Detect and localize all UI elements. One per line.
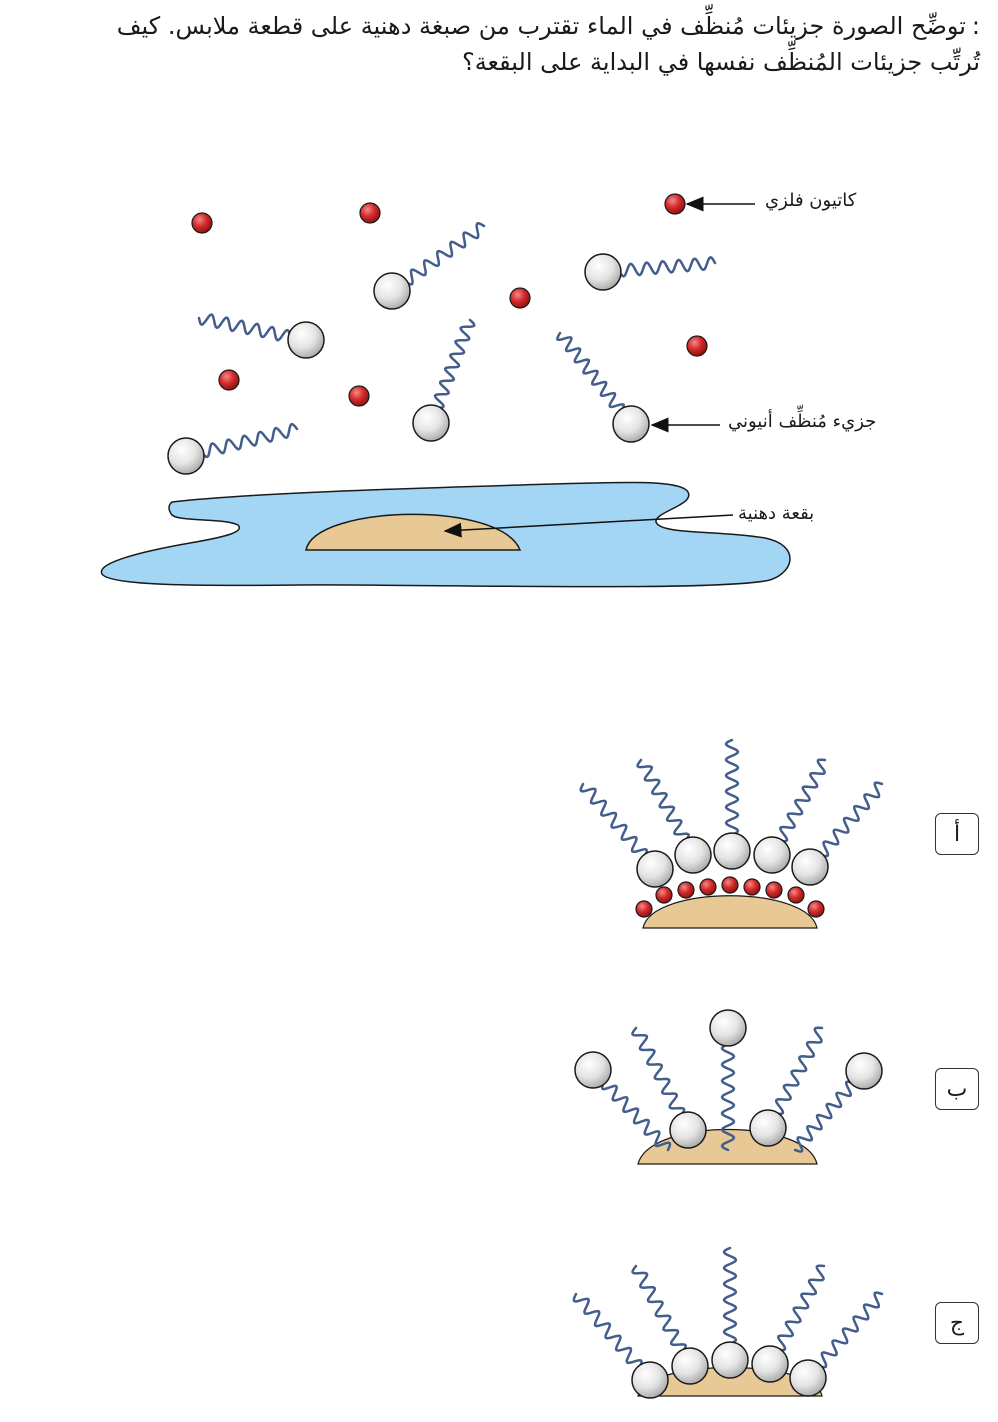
- metal-cation: [218, 369, 240, 391]
- anionic-detergent-label: جزيء مُنظِّف أنيوني: [728, 411, 877, 432]
- detergent-head: [749, 1109, 787, 1147]
- metal-cation: [664, 193, 686, 215]
- metal-cation: [686, 335, 708, 357]
- detergent-tail: [724, 738, 740, 837]
- molecules-layer: [167, 193, 884, 1399]
- detergent-head: [711, 1341, 749, 1379]
- detergent-head: [751, 1345, 789, 1383]
- detergent-tail: [720, 1042, 736, 1152]
- detergent-tail: [817, 1291, 884, 1369]
- option-a-stain: [642, 895, 818, 929]
- detergent-tail: [403, 222, 486, 286]
- detergent-tail: [631, 1264, 687, 1353]
- metal-cation: [787, 886, 805, 904]
- detergent-tail: [793, 1080, 855, 1153]
- detergent-head: [791, 848, 829, 886]
- detergent-head: [713, 832, 751, 870]
- question-line-1: :توضِّح الصورة جزيئات مُنظِّف في الماء ت…: [116, 12, 980, 40]
- option-a-button[interactable]: أ: [935, 813, 979, 855]
- grease-stain: [305, 513, 522, 551]
- detergent-tail: [433, 318, 476, 410]
- detergent-tail: [636, 758, 690, 843]
- detergent-tail: [722, 1246, 738, 1346]
- detergent-head: [412, 404, 450, 442]
- metal-cation: [721, 876, 739, 894]
- metal-cation: [677, 881, 695, 899]
- detergent-head: [574, 1051, 612, 1089]
- detergent-tail: [776, 1264, 826, 1352]
- detergent-tail: [579, 782, 649, 858]
- detergent-head: [584, 253, 622, 291]
- metal-cation: [743, 878, 761, 896]
- detergent-head: [674, 836, 712, 874]
- detergent-head: [612, 405, 650, 443]
- metal-cation: [635, 900, 653, 918]
- metal-cation: [655, 886, 673, 904]
- detergent-tail: [200, 422, 299, 459]
- detergent-tail: [556, 331, 625, 413]
- detergent-tail: [600, 1080, 672, 1152]
- detergent-tail: [819, 781, 884, 858]
- option-b-button[interactable]: ب: [935, 1068, 979, 1110]
- question-text: :توضِّح الصورة جزيئات مُنظِّف في الماء ت…: [20, 8, 980, 80]
- detergent-head: [845, 1052, 883, 1090]
- detergent-head: [373, 272, 411, 310]
- option-c-button[interactable]: ج: [935, 1302, 979, 1344]
- metal-cation: [359, 202, 381, 224]
- detergent-head: [167, 437, 205, 475]
- detergent-tail: [774, 1026, 824, 1116]
- metal-cation: [191, 212, 213, 234]
- detergent-head: [631, 1361, 669, 1399]
- detergent-head: [287, 321, 325, 359]
- detergent-tail: [197, 313, 292, 342]
- question-line-2: تُرتِّب جزيئات المُنظِّف نفسها في البداي…: [461, 48, 980, 76]
- detergent-head: [789, 1359, 827, 1397]
- detergent-head: [753, 836, 791, 874]
- detergent-head: [709, 1009, 747, 1047]
- metal-cation: [348, 385, 370, 407]
- detergent-head: [671, 1347, 709, 1385]
- metal-cation: [807, 900, 825, 918]
- metal-cation: [765, 881, 783, 899]
- detergent-tail: [778, 758, 827, 843]
- metal-cation: [509, 287, 531, 309]
- detergent-head: [669, 1111, 707, 1149]
- detergent-tail: [617, 256, 717, 278]
- stain-arrow: [443, 514, 734, 538]
- cation-label: كاتيون فلزي: [765, 190, 857, 211]
- detergent-head: [636, 850, 674, 888]
- metal-cation: [699, 878, 717, 896]
- detergent-tail: [631, 1026, 686, 1117]
- grease-stain-label: بقعة دهنية: [738, 503, 815, 524]
- detergent-tail: [572, 1292, 643, 1369]
